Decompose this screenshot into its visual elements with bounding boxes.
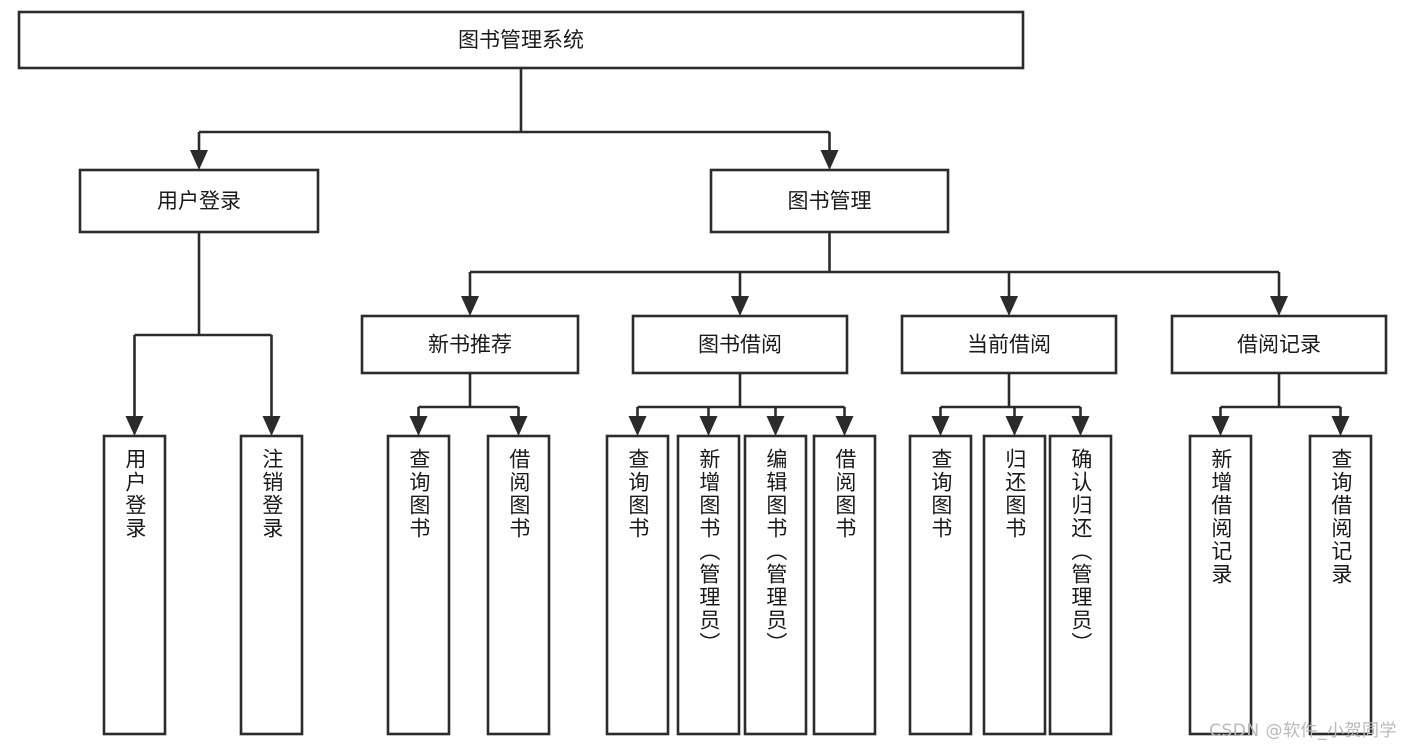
node-root-图书管理系统[interactable]: 图书管理系统: [17, 10, 1025, 70]
node-label: 图书管理: [788, 189, 872, 213]
arrow-head-icon: [1000, 296, 1018, 316]
arrow-head-icon: [190, 150, 208, 170]
node-box: [1188, 434, 1253, 736]
node-leaf-借阅图书[interactable]: [486, 434, 551, 736]
node-box: [982, 434, 1047, 736]
node-box: [812, 434, 877, 736]
arrow-head-icon: [820, 150, 839, 170]
arrow-head-icon: [461, 296, 479, 316]
node-box: [900, 314, 1118, 375]
node-box: [486, 434, 551, 736]
connectors-layer: [125, 68, 1350, 436]
node-label: 图书管理系统: [458, 28, 584, 52]
node-box: [360, 314, 580, 375]
node-leaf-查询图书[interactable]: [908, 434, 973, 736]
node-box: [239, 434, 304, 736]
arrow-head-icon: [1005, 416, 1024, 436]
arrow-head-icon: [731, 296, 749, 316]
node-leaf-查询图书[interactable]: [386, 434, 451, 736]
node-l3-新书推荐[interactable]: 新书推荐: [360, 314, 580, 375]
node-box: [78, 168, 320, 234]
node-label: 借阅记录: [1237, 333, 1321, 357]
node-leaf-注销登录[interactable]: [239, 434, 304, 736]
node-leaf-确认归还管理员[interactable]: [1048, 434, 1113, 736]
arrow-head-icon: [1270, 296, 1288, 316]
node-l3-借阅记录[interactable]: 借阅记录: [1170, 314, 1388, 375]
arrow-head-icon: [699, 416, 718, 436]
node-leaf-查询借阅记录[interactable]: [1308, 434, 1373, 736]
node-box: [631, 314, 849, 375]
arrow-head-icon: [1211, 416, 1230, 436]
node-label: 用户登录: [157, 189, 241, 213]
node-leaf-新增借阅记录[interactable]: [1188, 434, 1253, 736]
node-label: 图书借阅: [698, 333, 782, 357]
node-l2-用户登录[interactable]: 用户登录: [78, 168, 320, 234]
arrow-head-icon: [766, 416, 785, 436]
arrow-head-icon: [835, 416, 854, 436]
csdn-watermark: CSDN @软件_小贺同学: [1209, 721, 1397, 741]
node-label: 新书推荐: [428, 333, 512, 357]
node-l3-当前借阅[interactable]: 当前借阅: [900, 314, 1118, 375]
node-box: [743, 434, 808, 736]
arrow-head-icon: [1071, 416, 1090, 436]
node-leaf-查询图书[interactable]: [605, 434, 670, 736]
node-box: [17, 10, 1025, 70]
node-box: [102, 434, 167, 736]
node-box: [709, 168, 950, 234]
node-box: [605, 434, 670, 736]
node-box: [1308, 434, 1373, 736]
node-box: [676, 434, 741, 736]
node-leaf-归还图书[interactable]: [982, 434, 1047, 736]
arrow-head-icon: [628, 416, 647, 436]
arrow-head-icon: [262, 416, 281, 436]
node-box: [908, 434, 973, 736]
node-leaf-用户登录[interactable]: [102, 434, 167, 736]
node-l3-图书借阅[interactable]: 图书借阅: [631, 314, 849, 375]
arrow-head-icon: [125, 416, 144, 436]
node-leaf-借阅图书[interactable]: [812, 434, 877, 736]
node-leaf-新增图书管理员[interactable]: [676, 434, 741, 736]
node-l2-图书管理[interactable]: 图书管理: [709, 168, 950, 234]
node-box: [1048, 434, 1113, 736]
arrow-head-icon: [1331, 416, 1350, 436]
node-box: [386, 434, 451, 736]
node-leaf-编辑图书管理员[interactable]: [743, 434, 808, 736]
arrow-head-icon: [931, 416, 950, 436]
node-box: [1170, 314, 1388, 375]
arrow-head-icon: [509, 416, 528, 436]
node-label: 当前借阅: [967, 333, 1051, 357]
arrow-head-icon: [409, 416, 428, 436]
